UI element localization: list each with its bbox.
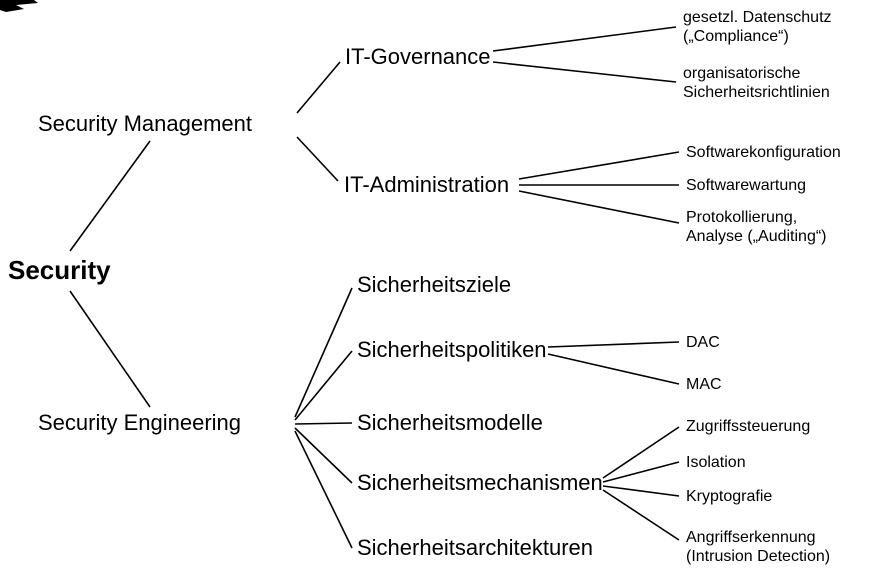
connector-line xyxy=(69,140,151,252)
leaf-softwarewartung: Softwarewartung xyxy=(686,177,807,194)
connector-line xyxy=(294,287,353,418)
connector-line xyxy=(547,341,680,348)
node-sicherheitspolitiken: Sicherheitspolitiken xyxy=(357,337,547,362)
root-node-security: Security xyxy=(8,255,111,285)
node-sicherheitsziele: Sicherheitsziele xyxy=(357,272,512,297)
corner-artifact xyxy=(0,0,38,12)
leaf-angriffserkennung: Angriffserkennung (Intrusion Detection) xyxy=(686,529,831,565)
connector-line xyxy=(69,290,151,408)
leaf-mac: MAC xyxy=(686,376,722,393)
leaf-isolation: Isolation xyxy=(686,454,746,471)
connector-line xyxy=(294,427,353,484)
connector-line xyxy=(296,136,339,182)
branch-security-management: Security Management xyxy=(38,111,252,136)
connector-line xyxy=(492,26,677,52)
leaf-protokollierung-auditing: Protokollierung, Analyse („Auditing“) xyxy=(686,209,827,245)
node-sicherheitsmodelle: Sicherheitsmodelle xyxy=(357,410,543,435)
leaf-gesetzl-datenschutz: gesetzl. Datenschutz („Compliance“) xyxy=(683,9,832,45)
leaf-zugriffssteuerung: Zugriffssteuerung xyxy=(686,418,811,435)
connector-line xyxy=(492,61,677,83)
connector-line xyxy=(518,151,680,180)
node-sicherheitsarchitekturen: Sicherheitsarchitekturen xyxy=(357,535,594,560)
connector-line xyxy=(602,426,680,479)
connector-line xyxy=(518,190,680,224)
connector-line xyxy=(602,489,680,541)
connector-line xyxy=(296,61,341,114)
leaf-softwarekonfiguration: Softwarekonfiguration xyxy=(686,144,841,161)
node-it-governance: IT-Governance xyxy=(345,44,491,69)
connector-line xyxy=(602,485,680,497)
connector-line xyxy=(547,353,680,385)
connector-line xyxy=(602,461,680,483)
leaf-kryptografie: Kryptografie xyxy=(686,488,773,505)
connector-line xyxy=(294,430,353,549)
node-it-administration: IT-Administration xyxy=(344,172,510,197)
connector-line xyxy=(294,350,353,421)
leaf-dac: DAC xyxy=(686,334,720,351)
leaf-organisatorische-sicherheitsrichtlinien: organisatorische Sicherheitsrichtlinien xyxy=(683,65,830,101)
branch-security-engineering: Security Engineering xyxy=(38,410,242,435)
node-sicherheitsmechanismen: Sicherheitsmechanismen xyxy=(357,470,603,495)
connector-line xyxy=(294,422,353,425)
